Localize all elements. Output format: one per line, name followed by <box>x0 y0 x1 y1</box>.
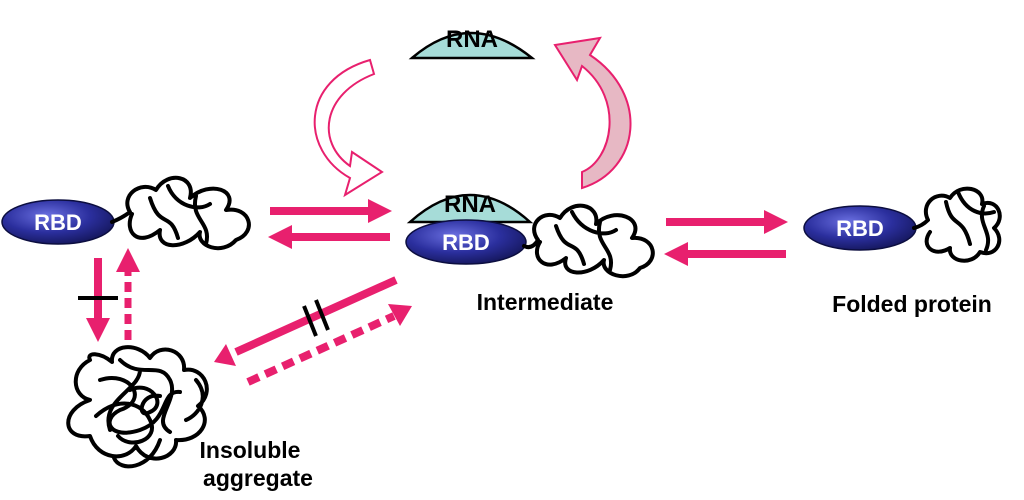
aggregate-tangle <box>66 345 209 469</box>
aggregate-label-line1: Insoluble <box>200 437 301 463</box>
intermediate-to-folded-arrow <box>666 210 788 234</box>
aggregate-to-unfolded-dashed-arrow <box>116 248 140 340</box>
rna-binding-curved-arrow <box>313 58 384 198</box>
unfolded-to-aggregate-arrow <box>78 258 118 342</box>
aggregate-to-intermediate-dashed-arrow <box>246 304 412 386</box>
unfolded-chain <box>110 175 251 251</box>
rna-bound-label: RNA <box>444 191 496 218</box>
unfolded-protein: RBD <box>1 175 251 251</box>
rbd-label-folded: RBD <box>836 216 884 241</box>
blocked-mark-diagonal-1 <box>302 305 318 337</box>
rna-free-label: RNA <box>446 26 498 53</box>
folded-protein: RBD <box>803 186 1002 263</box>
unfolded-to-intermediate-arrow <box>270 199 392 223</box>
intermediate-to-unfolded-arrow <box>268 225 390 249</box>
aggregate-label-line2: aggregate <box>203 465 313 491</box>
blocked-mark-diagonal-2 <box>314 299 330 331</box>
rna-bound-shape <box>406 193 534 224</box>
rna-free-shape <box>408 31 536 60</box>
folded-chain <box>912 186 1002 263</box>
intermediate-label: Intermediate <box>477 289 614 315</box>
rbd-label-unfolded: RBD <box>34 210 82 235</box>
folded-protein-label: Folded protein <box>832 291 992 317</box>
rbd-domain-intermediate <box>405 219 527 265</box>
intermediate-to-aggregate-arrow <box>214 276 398 366</box>
intermediate-complex: RNA RBD <box>405 191 655 279</box>
intermediate-chain <box>522 203 655 279</box>
rbd-label-intermediate: RBD <box>442 230 490 255</box>
insoluble-aggregate <box>66 345 209 469</box>
rna-free: RNA <box>408 26 536 60</box>
folded-to-intermediate-arrow <box>664 242 786 266</box>
rna-release-curved-arrow <box>553 36 632 190</box>
